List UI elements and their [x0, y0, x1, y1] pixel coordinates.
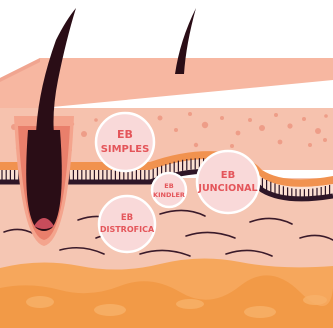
eb-distrofica-marker: EB DISTROFICA: [99, 196, 155, 252]
eb-juncional-line1: EB: [221, 170, 235, 181]
eb-juncional-line2: JUNCIONAL: [197, 183, 257, 194]
eb-simples-marker: EB SIMPLES: [96, 113, 154, 171]
eb-kindler-marker: EB KINDLER: [152, 173, 186, 207]
eb-simples-line2: SIMPLES: [101, 144, 150, 155]
eb-distrofica-line1: EB: [121, 213, 133, 223]
eb-kindler-line1: EB: [164, 182, 173, 190]
eb-simples-line1: EB: [117, 128, 133, 141]
eb-juncional-marker: EB JUNCIONAL: [197, 151, 259, 213]
eb-kindler-line2: KINDLER: [153, 191, 185, 199]
eb-distrofica-line2: DISTROFICA: [100, 225, 155, 234]
